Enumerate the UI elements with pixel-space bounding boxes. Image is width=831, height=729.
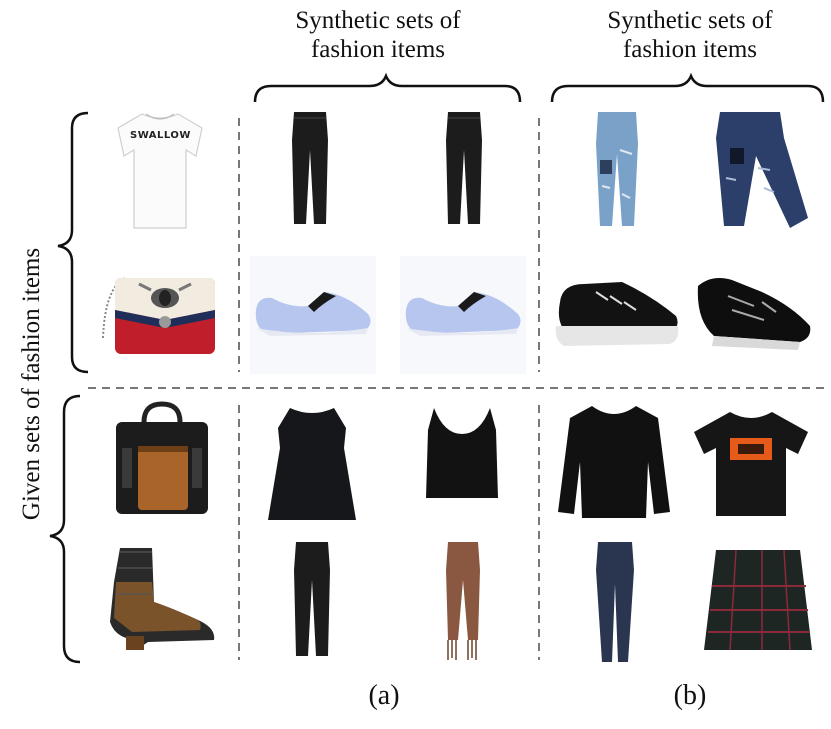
fringe-pants-a4-image	[440, 540, 486, 662]
trousers-a1-image	[286, 110, 334, 226]
caption-b: (b)	[673, 680, 707, 711]
jeans-b2-image	[700, 108, 810, 232]
trousers-a3-image	[288, 540, 336, 658]
header-b-line1: Synthetic sets of	[607, 7, 773, 34]
plaid-skirt-b4-image	[702, 546, 814, 658]
skinny-jeans-b3-image	[592, 540, 638, 664]
boot-image	[92, 542, 220, 654]
brace-left-bottom	[49, 394, 81, 664]
brace-top-b	[550, 72, 825, 103]
bee-bag-image	[95, 258, 220, 360]
trousers-a2-image	[440, 110, 488, 226]
tshirt-print: SWALLOW	[130, 130, 191, 141]
brace-top-a	[253, 72, 522, 103]
crop-tank-a2-image	[412, 404, 512, 504]
brace-left-top	[57, 111, 89, 374]
header-a-line1: Synthetic sets of	[295, 7, 461, 34]
header-a-line2: fashion items	[310, 36, 445, 63]
handbag-image	[108, 400, 216, 518]
sweater-b1-image	[556, 402, 672, 522]
tank-top-a1-image	[262, 404, 362, 522]
header-b: Synthetic sets of fashion items	[570, 6, 810, 64]
sneaker-b1-image	[552, 262, 682, 354]
sneaker-b2-image	[692, 266, 814, 356]
loafer-a1-image	[250, 256, 376, 374]
header-a: Synthetic sets of fashion items	[258, 6, 498, 64]
graphic-tshirt-b2-image	[690, 408, 812, 518]
tshirt-image: SWALLOW	[110, 108, 210, 232]
loafer-a2-image	[400, 256, 526, 374]
caption-a: (a)	[368, 680, 400, 711]
jeans-b1-image	[590, 110, 644, 230]
header-b-line2: fashion items	[622, 36, 757, 63]
